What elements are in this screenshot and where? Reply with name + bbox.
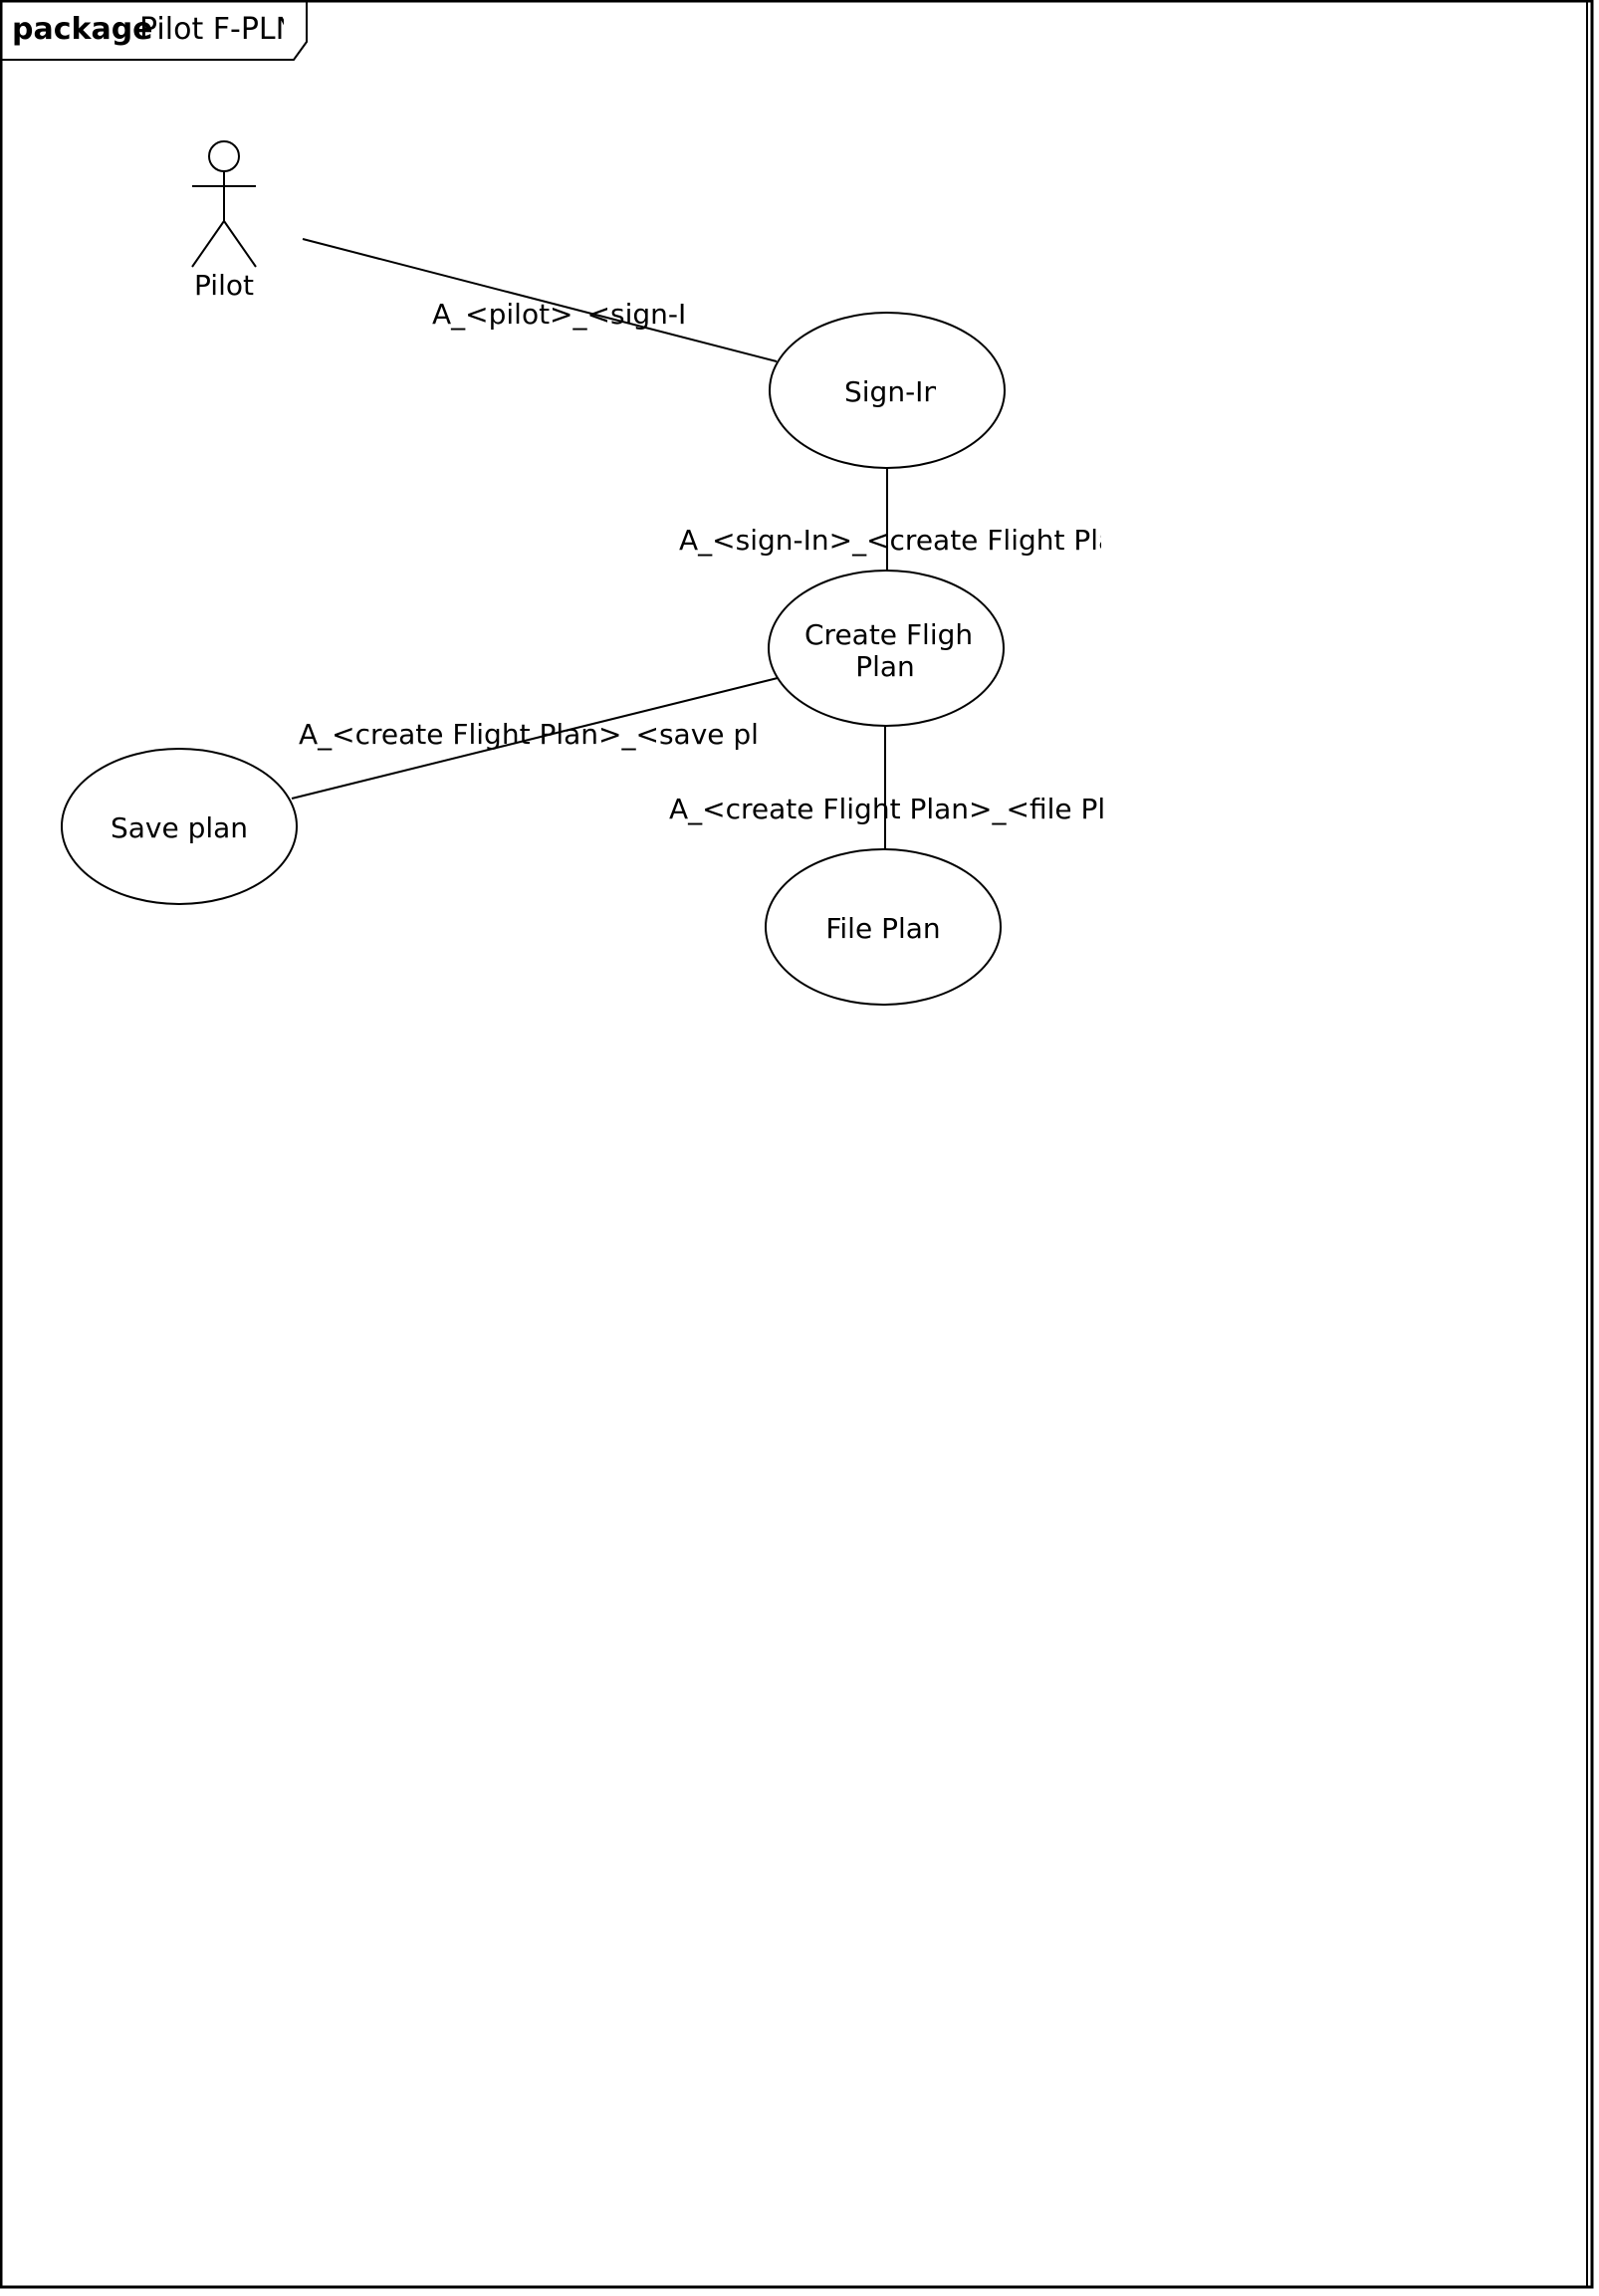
use-case-ellipse <box>61 748 298 905</box>
use-case-save-plan[interactable]: Save plan <box>61 748 298 905</box>
package-tab <box>1 1 308 61</box>
actor-left-leg <box>191 220 225 268</box>
use-case-label-create-line-1: Create Flight <box>804 618 984 651</box>
actor-label-pilot: Pilot <box>194 269 254 302</box>
use-case-ellipse <box>769 312 1006 469</box>
actor-right-leg <box>223 220 257 268</box>
use-case-create-flight-plan[interactable]: Create Flight Plan <box>768 570 1005 727</box>
actor-head-icon <box>208 140 240 172</box>
association-label-create-save: A_<create Flight Plan>_<save plan> <box>299 718 816 751</box>
use-case-label-save-plan: Save plan <box>111 811 248 844</box>
use-case-sign-in[interactable]: Sign-In <box>769 312 1006 469</box>
association-line-pilot-sign-in[interactable] <box>302 238 778 362</box>
actor-pilot[interactable]: Pilot <box>191 140 257 302</box>
use-case-ellipse <box>765 848 1002 1006</box>
association-line-create-save[interactable] <box>291 677 779 800</box>
use-case-label-file-plan: File Plan <box>825 912 940 945</box>
use-case-ellipse <box>768 570 1005 727</box>
association-label-create-file: A_<create Flight Plan>_<file Plan> <box>669 793 1164 825</box>
association-label-pilot-sign-in: A_<pilot>_<sign-In> <box>432 298 727 331</box>
use-case-label-create-line-2: Plan <box>855 650 915 683</box>
package-keyword: package <box>12 12 153 47</box>
use-case-file-plan[interactable]: File Plan <box>765 848 1002 1006</box>
package-name: Pilot F-PLN <box>139 12 298 47</box>
association-label-sign-in-create: A_<sign-In>_<create Flight Plan> <box>679 524 1156 557</box>
use-case-label-sign-in: Sign-In <box>844 375 941 408</box>
